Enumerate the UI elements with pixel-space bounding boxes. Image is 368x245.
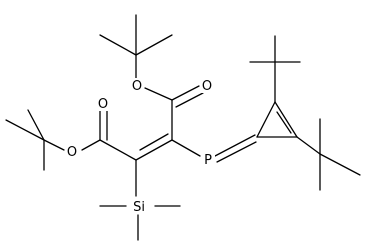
atom-label-si: Si [133, 200, 145, 215]
atom-oxygen-ester-left: O [65, 144, 79, 160]
atom-oxygen-carbonyl-left: O [96, 96, 110, 112]
bond-alkene-double-a [135, 139, 173, 161]
bond-alkene-double-b [139, 133, 169, 151]
bond-ring-double-a [274, 101, 298, 138]
bond-alkene-to-left-carbonyl [99, 139, 137, 161]
atom-label-o-carbonyl-top: O [202, 79, 212, 94]
atom-oxygen-carbonyl-top: O [200, 78, 214, 94]
atom-oxygen-ester-top: O [130, 78, 144, 94]
bond-phosphorus-double-b [216, 141, 257, 163]
bond-tbu-lower-right [319, 153, 361, 176]
bond-top-oxygen-to-carbonyl [144, 87, 173, 101]
bond-tbu-top-center-left [99, 34, 137, 56]
bond-ring-to-tbu-lower [296, 136, 321, 155]
bond-phosphorus-double-a [214, 134, 256, 157]
bond-tbu-left-center-left [5, 119, 45, 141]
atom-label-o-carbonyl-left: O [98, 97, 108, 112]
bond-ring-a [256, 101, 276, 138]
atom-label-layer: O O O O P Si [65, 78, 215, 215]
bond-top-carbonyl-double-a [171, 85, 200, 101]
bond-tbu-left-center-up [27, 109, 45, 141]
bond-alkene-to-phosphorus [171, 139, 201, 157]
bond-tbu-top-center-right [135, 34, 173, 56]
atom-label-p: P [204, 153, 212, 168]
bond-top-carbonyl-double-b [175, 92, 204, 108]
atom-label-o-ester-top: O [132, 79, 142, 94]
atom-silicon: Si [127, 199, 151, 215]
atom-label-o-ester-left: O [67, 145, 77, 160]
atom-phosphorus: P [201, 152, 215, 168]
bond-left-carbonyl-to-oxygen [81, 139, 101, 151]
bond-ring-double-b [276, 111, 292, 134]
bond-layer [5, 14, 361, 241]
bond-left-oxygen-to-tbu [43, 139, 65, 151]
